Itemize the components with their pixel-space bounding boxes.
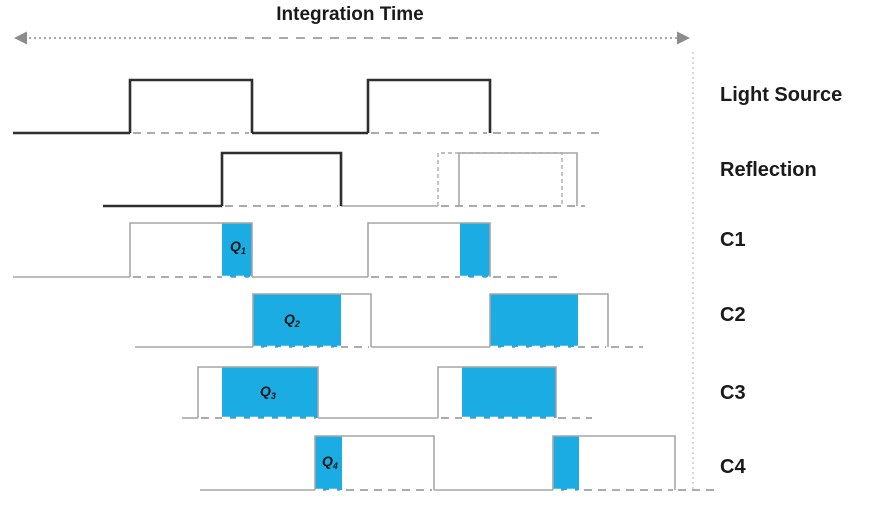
row-label-c4: C4 xyxy=(720,456,746,478)
row-label-c1: C1 xyxy=(720,229,746,251)
row-label-c3: C3 xyxy=(720,382,746,404)
signal-pulse-dashed xyxy=(437,152,563,206)
signal-pulse xyxy=(366,78,492,133)
signal-pulse xyxy=(128,78,254,133)
signal-pulse xyxy=(314,435,435,490)
signal-pulse xyxy=(458,152,578,206)
charge-region xyxy=(253,294,341,347)
signal-pulse xyxy=(129,222,253,277)
signal-pulse xyxy=(437,366,557,418)
charge-region xyxy=(315,436,342,490)
signal-pulse xyxy=(252,293,372,347)
charge-region xyxy=(553,436,579,490)
signal-pulse xyxy=(489,293,609,347)
charge-region xyxy=(222,223,252,277)
signal-pulse xyxy=(220,151,343,206)
arrowhead-right-icon xyxy=(677,31,690,45)
row-label-reflection: Reflection xyxy=(720,159,817,181)
integration-time-title: Integration Time xyxy=(276,4,424,25)
row-label-light-source: Light Source xyxy=(720,84,843,106)
charge-region xyxy=(222,367,318,418)
charge-region xyxy=(490,294,578,347)
row-label-c2: C2 xyxy=(720,304,746,326)
charge-region xyxy=(462,367,556,418)
signal-pulse xyxy=(552,435,676,490)
signal-pulse xyxy=(197,366,319,418)
signal-pulse xyxy=(367,222,491,277)
charge-region xyxy=(460,223,490,277)
arrowhead-left-icon xyxy=(14,31,27,45)
